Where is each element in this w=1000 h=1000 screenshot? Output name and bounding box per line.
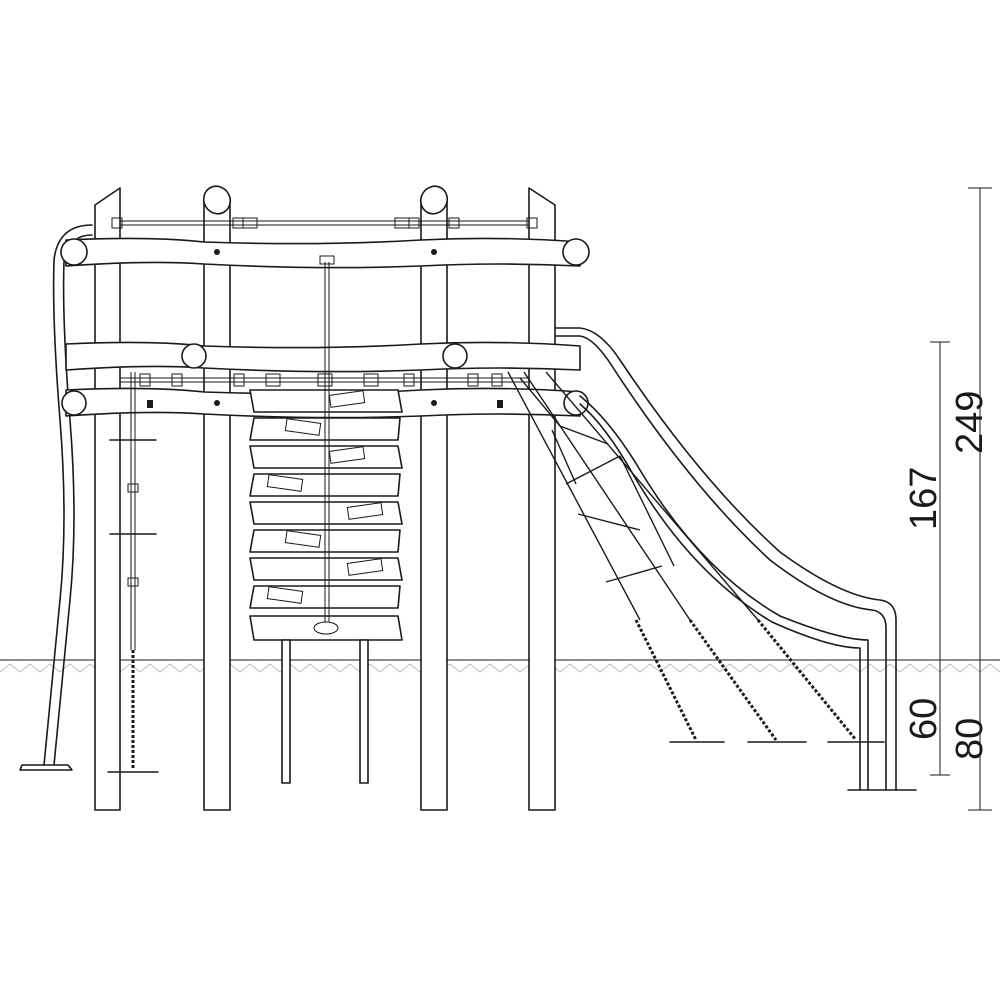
post-far-right: [528, 187, 556, 811]
dimension-ground-depth: 60: [903, 698, 945, 740]
ground-line: [0, 659, 1000, 673]
top-rope-rail: [111, 217, 538, 229]
post-inner-left: [202, 185, 232, 811]
climbing-wall: [249, 255, 403, 784]
fireman-pole: [19, 224, 93, 771]
post-far-left: [94, 187, 121, 811]
disc-climbing-rope: [107, 372, 159, 773]
top-beam: [60, 237, 590, 269]
rope-ladder-net: [507, 371, 885, 743]
dimension-foundation-depth: 80: [949, 718, 991, 760]
middle-beam: [65, 341, 581, 373]
dimension-overall-height: 249: [949, 391, 991, 454]
slide: [554, 327, 917, 791]
dimension-platform-height: 167: [903, 467, 945, 530]
post-inner-right: [419, 185, 449, 811]
dimension-lines: [930, 187, 992, 811]
